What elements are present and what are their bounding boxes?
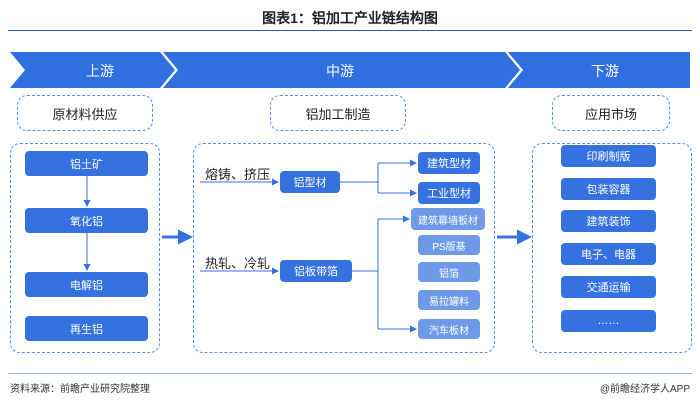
process-label-casting-extrusion: 熔铸、挤压 <box>205 167 271 182</box>
downstream-chevron-shape <box>508 52 690 88</box>
subproduct-curtain-wall-sheet: 建筑幕墙板材 <box>411 208 485 230</box>
downstream-item-printing-plate: 印刷制版 <box>561 145 656 167</box>
upstream-item-bauxite: 铝土矿 <box>25 151 148 176</box>
product-aluminum-profile: 铝型材 <box>280 171 340 193</box>
footer-source: 资料来源：前瞻产业研究院整理 <box>10 384 150 395</box>
process-label-rolling: 热轧、冷轧 <box>205 256 271 271</box>
downstream-item-packaging: 包装容器 <box>561 178 656 200</box>
midstream-chevron-shape <box>163 52 520 88</box>
subproduct-building-profile: 建筑型材 <box>418 152 480 174</box>
stage-label-upstream: 上游 <box>86 63 114 79</box>
subproduct-industrial-profile: 工业型材 <box>418 182 480 204</box>
downstream-item-electronics: 电子、电器 <box>561 243 656 265</box>
stage-label-midstream: 中游 <box>326 63 354 79</box>
product-aluminum-sheet-strip-foil: 铝板带箔 <box>280 260 352 282</box>
subproduct-automotive-sheet: 汽车板材 <box>418 319 480 339</box>
upstream-item-electrolytic-aluminum: 电解铝 <box>25 272 148 297</box>
downstream-item-more: …… <box>561 310 656 332</box>
stage-label-downstream: 下游 <box>591 63 619 79</box>
title-divider <box>8 30 692 31</box>
header-application-market: 应用市场 <box>552 95 670 131</box>
upstream-item-alumina: 氧化铝 <box>25 208 148 233</box>
downstream-item-transportation: 交通运输 <box>561 276 656 298</box>
chart-title: 图表1：铝加工产业链结构图 <box>262 10 438 26</box>
footer-divider <box>8 373 692 374</box>
footer-brand: @前瞻经济学人APP <box>599 384 690 395</box>
upstream-chevron-shape <box>10 52 175 88</box>
header-raw-material-supply: 原材料供应 <box>17 95 153 131</box>
header-aluminum-processing: 铝加工制造 <box>270 95 406 131</box>
subproduct-can-stock: 易拉罐料 <box>418 290 480 310</box>
subproduct-aluminum-foil: 铝箔 <box>418 262 480 282</box>
subproduct-ps-plate-base: PS版基 <box>418 235 480 255</box>
upstream-item-recycled-aluminum: 再生铝 <box>25 316 148 341</box>
downstream-item-building-decoration: 建筑装饰 <box>561 210 656 232</box>
